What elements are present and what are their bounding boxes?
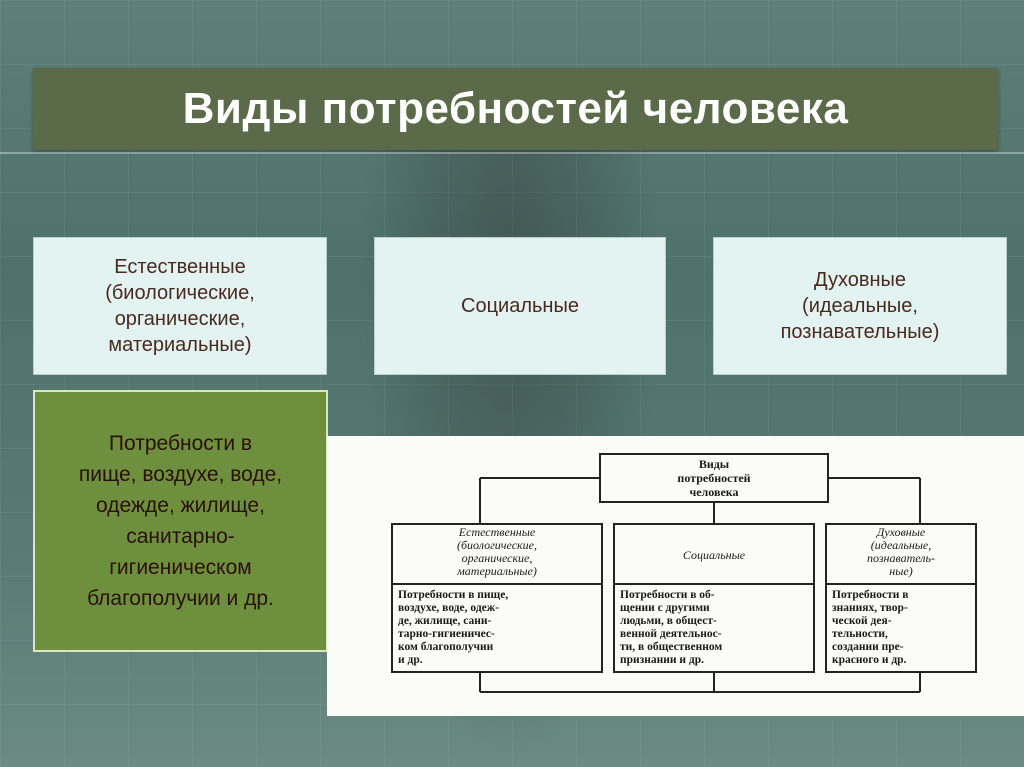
category-0-line: материальные)	[105, 332, 255, 358]
scan-detail-label: красного и др.	[832, 654, 907, 666]
category-0-text: Естественные(биологические,органические,…	[105, 254, 255, 358]
scan-detail-label: ческой дея-	[832, 615, 892, 627]
natural-needs-line: Потребности в	[79, 428, 282, 459]
category-1-text: Социальные	[461, 293, 579, 319]
scan-detail-label: признании и др.	[620, 654, 704, 666]
scan-detail-label: создании пре-	[832, 641, 904, 653]
scan-detail-label: щении с другими	[620, 602, 710, 614]
scan-header-label: Духовные	[876, 525, 926, 539]
scan-header-label: (идеальные,	[871, 538, 931, 552]
scan-header-label: познаватель-	[867, 551, 935, 565]
natural-needs-line: санитарно-	[79, 521, 282, 552]
natural-needs-line: благополучии и др.	[79, 583, 282, 614]
category-2-line: Духовные	[781, 267, 940, 293]
category-2-line: (идеальные,	[781, 293, 940, 319]
category-2-line: познавательные)	[781, 319, 940, 345]
scan-header-label: Естественные	[458, 525, 536, 539]
natural-needs-line: одежде, жилище,	[79, 490, 282, 521]
scan-root-label: Виды	[699, 457, 730, 471]
title-underline	[0, 152, 1024, 154]
scan-header-label: органические,	[462, 551, 533, 565]
category-0-line: Естественные	[105, 254, 255, 280]
scan-header-label: материальные)	[456, 564, 537, 578]
scan-detail-label: Потребности в об-	[620, 589, 715, 601]
scan-detail-label: знаниях, твор-	[832, 602, 908, 614]
slide-title: Виды потребностей человека	[183, 84, 849, 134]
scan-detail-label: Потребности в	[832, 589, 908, 601]
natural-needs-line: гигиеническом	[79, 552, 282, 583]
scan-header-label: (биологические,	[457, 538, 537, 552]
scan-detail-label: и др.	[398, 654, 423, 666]
scan-detail-label: людьми, в общест-	[620, 615, 717, 627]
scan-detail-label: тельности,	[832, 628, 888, 640]
category-natural-box: Естественные(биологические,органические,…	[33, 237, 327, 375]
scan-detail-label: тарно-гигиеничес-	[398, 628, 495, 640]
category-0-line: органические,	[105, 306, 255, 332]
scan-detail-label: ком благополучии	[398, 641, 494, 653]
scan-header-label: Социальные	[683, 548, 746, 562]
scan-detail-label: ти, в общественном	[620, 641, 722, 653]
category-social-box: Социальные	[374, 237, 666, 375]
scan-root-label: потребностей	[677, 471, 750, 485]
scan-detail-label: воздухе, воде, одеж-	[398, 602, 499, 614]
category-0-line: (биологические,	[105, 280, 255, 306]
scan-header-label: ные)	[889, 564, 912, 578]
category-1-line: Социальные	[461, 293, 579, 319]
scan-detail-label: де, жилище, сани-	[398, 615, 492, 627]
category-2-text: Духовные(идеальные,познавательные)	[781, 267, 940, 345]
category-spiritual-box: Духовные(идеальные,познавательные)	[713, 237, 1007, 375]
title-bar: Виды потребностей человека	[33, 68, 998, 150]
scan-detail-label: Потребности в пище,	[398, 589, 508, 601]
scan-detail-label: венной деятельнос-	[620, 628, 722, 640]
scan-root-label: человека	[689, 485, 738, 499]
natural-needs-line: пище, воздухе, воде,	[79, 459, 282, 490]
